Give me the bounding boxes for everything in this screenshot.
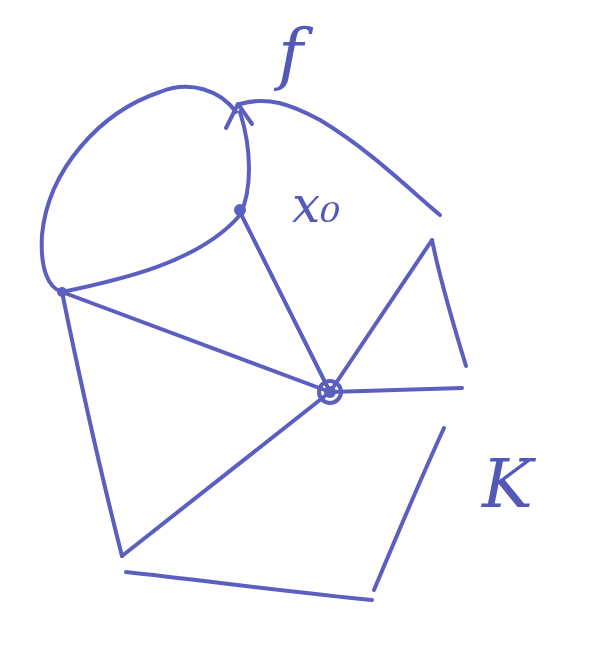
- arrow-head: [226, 104, 252, 128]
- spoke: [62, 292, 330, 392]
- complex-label: K: [482, 450, 533, 518]
- spoke: [122, 392, 330, 556]
- spoke: [330, 240, 432, 392]
- loop-f: [42, 87, 249, 292]
- vertex-dot: [57, 287, 67, 297]
- base-point: [234, 204, 246, 216]
- vertex-circle: [319, 381, 341, 403]
- point-label: x₀: [292, 180, 340, 230]
- vertex-dot: [324, 386, 336, 398]
- spoke: [330, 388, 462, 392]
- edge: [126, 572, 372, 600]
- edge: [374, 428, 444, 590]
- edge: [432, 240, 466, 366]
- map-label: f: [278, 20, 303, 88]
- edge: [62, 292, 122, 556]
